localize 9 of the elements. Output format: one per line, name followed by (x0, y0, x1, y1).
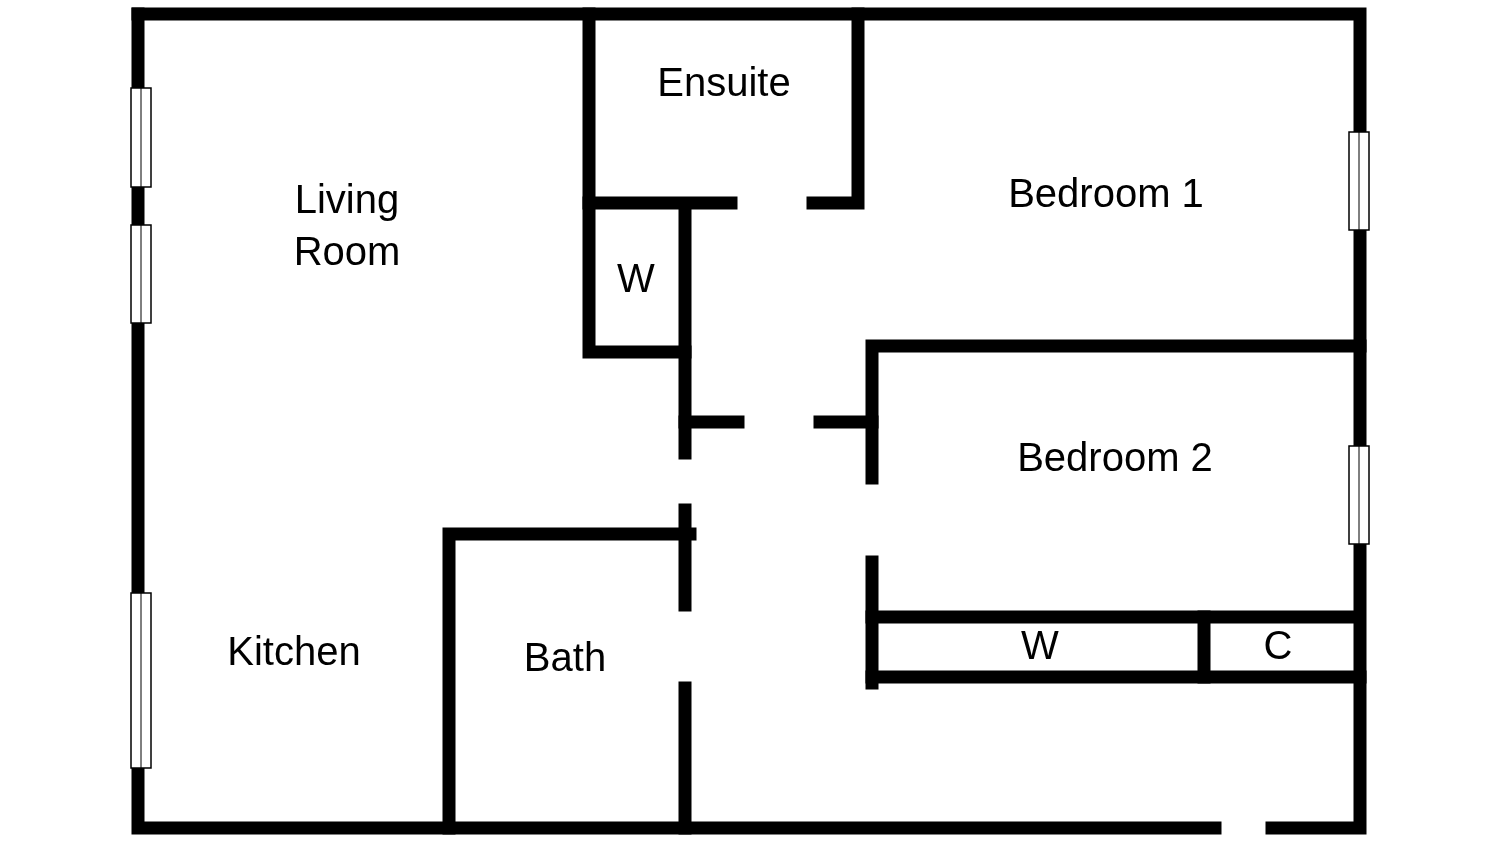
room-label: Bedroom 2 (1017, 434, 1213, 481)
room-label: Kitchen (227, 628, 361, 675)
room-label: Bath (523, 634, 607, 681)
room-label: C (1263, 622, 1293, 669)
room-label: Living Room (292, 176, 402, 275)
room-label: Ensuite (657, 59, 791, 106)
room-label: Bedroom 1 (1008, 170, 1204, 217)
room-label: W (617, 255, 655, 302)
room-label: W (1021, 622, 1059, 669)
